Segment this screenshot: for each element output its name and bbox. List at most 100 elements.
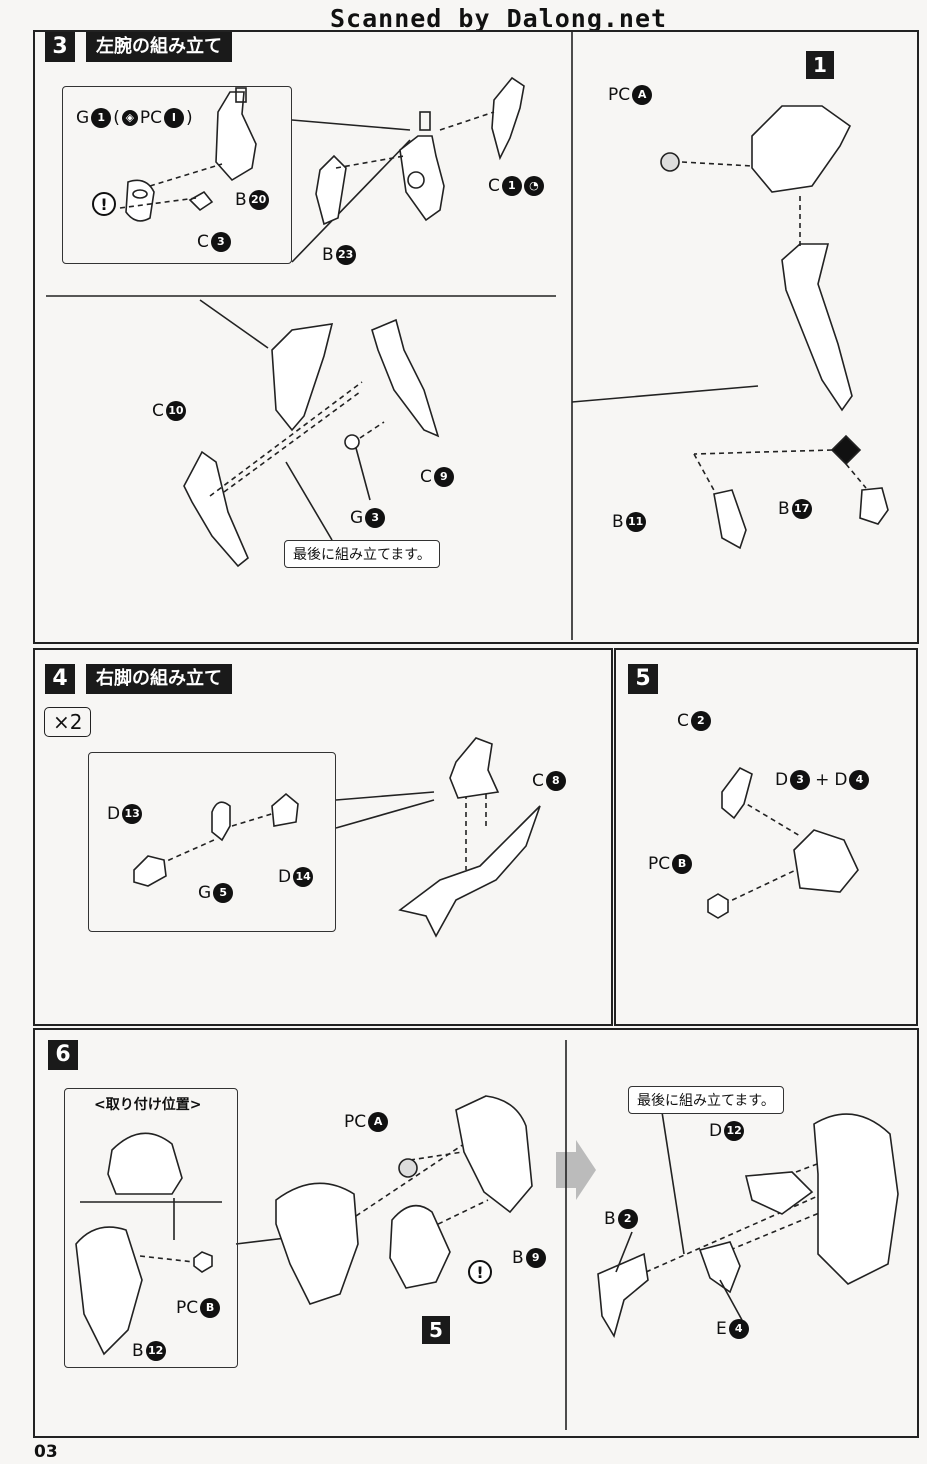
step4-title: 右脚の組み立て (86, 664, 232, 694)
label-d3-num: 3 (790, 770, 811, 790)
ref-part-5: 5 (422, 1316, 450, 1344)
label-b20-letter: B (235, 190, 247, 210)
label-g1: G 1 ( ◈ PC I ) (76, 108, 193, 128)
step5-number: 5 (628, 664, 658, 694)
label-g1-num: 1 (91, 108, 112, 128)
label-d14-num: 14 (293, 867, 314, 887)
label-d4-num: 4 (849, 770, 870, 790)
label-d4-letter: D (834, 770, 848, 790)
label-g3-letter: G (350, 508, 364, 528)
label-pca-step3-num: A (632, 85, 653, 105)
label-b11-letter: B (612, 512, 624, 532)
label-g5-letter: G (198, 883, 212, 903)
watermark: Scanned by Dalong.net (330, 4, 668, 33)
step4-number: 4 (45, 664, 75, 694)
step4-inset-box (88, 752, 336, 932)
label-e4-num: 4 (728, 1319, 749, 1339)
label-b23-num: 23 (335, 245, 356, 265)
label-c9-num: 9 (433, 467, 454, 487)
label-c9-letter: C (420, 467, 432, 487)
rotate-icon: ◈ (121, 110, 138, 126)
label-d3-letter: D (775, 770, 789, 790)
label-d13-num: 13 (122, 804, 143, 824)
label-b12-letter: B (132, 1341, 144, 1361)
label-pca-step6-num: A (368, 1112, 389, 1132)
label-g1-close: ) (185, 108, 193, 128)
swirl-icon: ◔ (523, 176, 544, 196)
label-c3-num: 3 (210, 232, 231, 252)
page-number: 03 (34, 1442, 58, 1462)
label-b20-num: 20 (248, 190, 269, 210)
step4-panel (33, 648, 613, 1026)
label-c8-letter: C (532, 771, 544, 791)
step6-inset-box (64, 1088, 238, 1368)
label-pcb-step6-letter: PC (176, 1298, 199, 1318)
label-b17-letter: B (778, 499, 790, 519)
label-c1-letter: C (488, 176, 500, 196)
label-pcb-step5-letter: PC (648, 854, 671, 874)
label-e4-letter: E (716, 1319, 727, 1339)
step6-panel (33, 1028, 919, 1438)
step3-note: 最後に組み立てます。 (284, 540, 440, 568)
step3-title: 左腕の組み立て (86, 32, 232, 62)
step6-note: 最後に組み立てます。 (628, 1086, 784, 1114)
label-g3-num: 3 (365, 508, 386, 528)
label-g1-paren: ( (113, 108, 120, 128)
label-c10-letter: C (152, 401, 164, 421)
position-title: <取り付け位置> (94, 1097, 202, 1113)
label-b9-letter: B (512, 1248, 524, 1268)
label-b23-letter: B (322, 245, 334, 265)
label-c3-letter: C (197, 232, 209, 252)
step3-inset-box (62, 86, 292, 264)
label-g1-pc-num: I (163, 108, 184, 128)
label-b2-letter: B (604, 1209, 616, 1229)
label-d12-num: 12 (724, 1121, 745, 1141)
step3-panel (33, 30, 919, 644)
label-b11-num: 11 (625, 512, 646, 532)
label-c1-num: 1 (501, 176, 522, 196)
label-c2-num: 2 (690, 711, 711, 731)
warning-icon-step6: ! (468, 1260, 492, 1284)
label-b2-num: 2 (617, 1209, 638, 1229)
ref-part-1: 1 (806, 51, 834, 79)
label-d13-letter: D (107, 804, 121, 824)
label-pca-step3-letter: PC (608, 85, 631, 105)
label-c2-letter: C (677, 711, 689, 731)
step5-panel (614, 648, 918, 1026)
label-b9-num: 9 (525, 1248, 546, 1268)
label-c8-num: 8 (545, 771, 566, 791)
label-g1-letter: G (76, 108, 90, 128)
label-d14-letter: D (278, 867, 292, 887)
step3-number: 3 (45, 32, 75, 62)
label-plus: + (815, 770, 830, 790)
label-pcb-step6-num: B (200, 1298, 221, 1318)
label-d12-letter: D (709, 1121, 723, 1141)
label-b17-num: 17 (791, 499, 812, 519)
label-g1-pc: PC (139, 108, 162, 128)
label-pca-step6-letter: PC (344, 1112, 367, 1132)
step6-number: 6 (48, 1040, 78, 1070)
label-b12-num: 12 (145, 1341, 166, 1361)
